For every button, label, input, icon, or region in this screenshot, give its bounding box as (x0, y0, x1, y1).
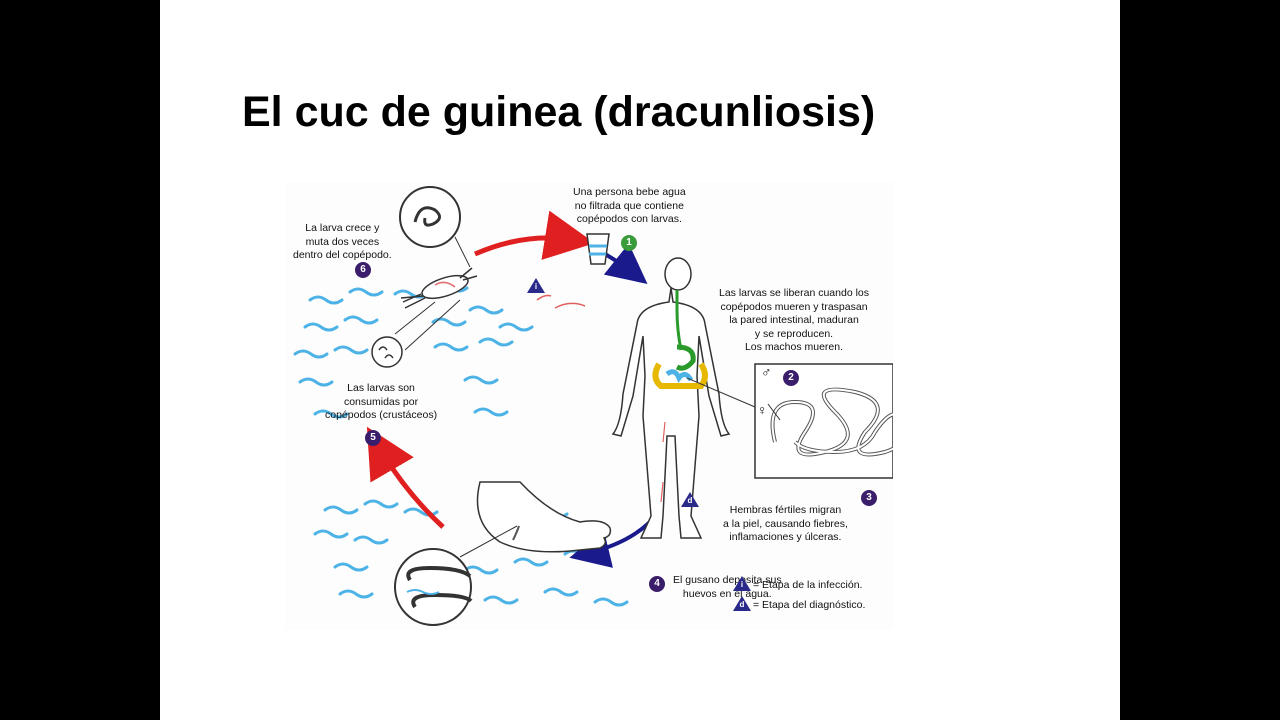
slide-title: El cuc de guinea (dracunliosis) (242, 88, 876, 136)
glass-of-water (586, 233, 610, 265)
step-3-badge: 3 (861, 490, 877, 506)
arrow-6-to-1 (473, 210, 595, 260)
legend-diagnostic-icon (733, 596, 751, 611)
arrow-4-to-5 (366, 426, 445, 529)
step-2-badge: 2 (783, 370, 799, 386)
diagnostic-stage-letter: d (687, 496, 693, 505)
legend-infection-text: = Etapa de la infección. (753, 579, 863, 591)
copepod (400, 267, 478, 309)
larva-magnified-circle (399, 186, 471, 268)
infection-stage-letter: i (534, 282, 538, 291)
worm-box (686, 363, 893, 479)
foot (476, 481, 612, 553)
diagnostic-stage-icon (681, 492, 699, 507)
legend-diagnostic-text: = Etapa del diagnóstico. (753, 599, 866, 611)
legend-diagnostic-letter: d (739, 600, 745, 609)
worm-eggs-magnified-circle (394, 525, 518, 626)
step-1-badge: 1 (621, 235, 637, 251)
female-symbol: ♀ (757, 402, 768, 418)
male-symbol: ♂ (761, 364, 772, 380)
human-body (611, 257, 731, 539)
slide: El cuc de guinea (dracunliosis) (160, 0, 1120, 720)
step-4-badge: 4 (649, 576, 665, 592)
legend-infection-icon (733, 576, 751, 591)
digestive-tract (652, 290, 708, 389)
step-5-badge: 5 (365, 430, 381, 446)
infection-stage-icon (527, 278, 545, 293)
step-6-badge: 6 (355, 262, 371, 278)
legend-infection-letter: i (740, 580, 744, 589)
arrow-1-to-2 (603, 243, 648, 284)
diagram-artwork (293, 186, 893, 626)
larvae-magnified-circle (371, 299, 461, 368)
